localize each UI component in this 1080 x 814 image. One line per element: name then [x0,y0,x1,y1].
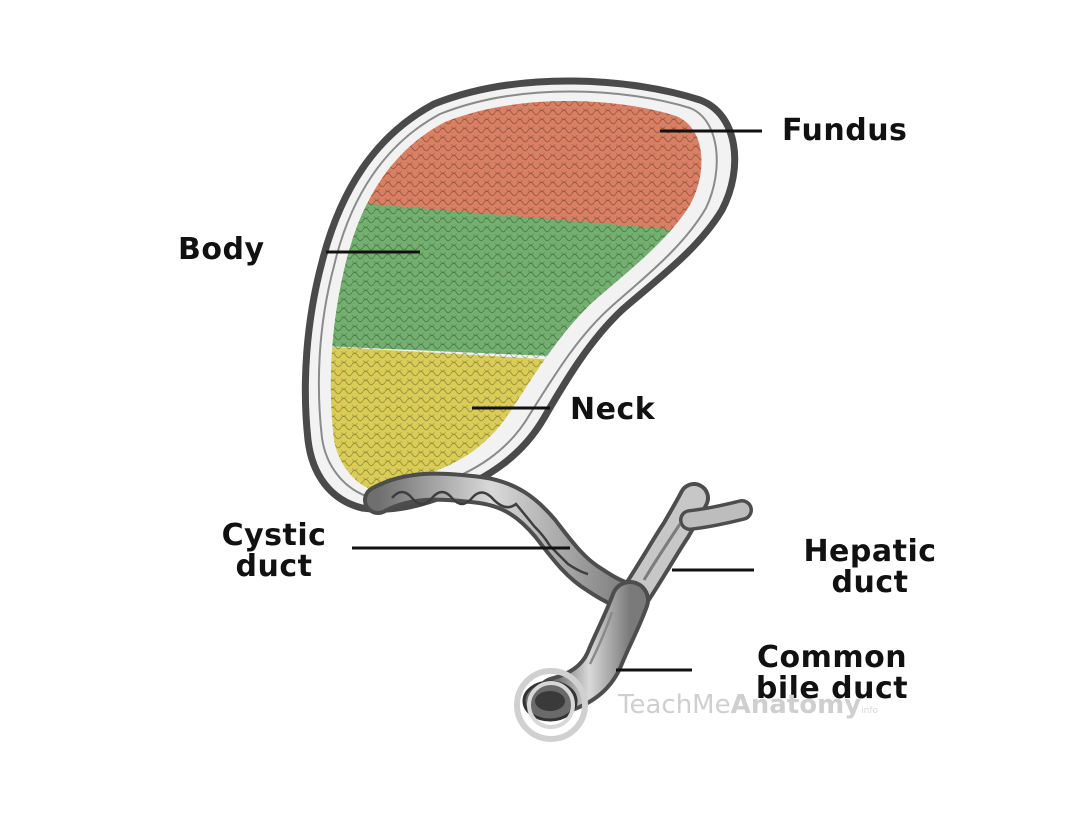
fundus-label: Fundus [782,113,908,148]
common-bile-duct-label-line1: Common [756,640,908,675]
hepatic-duct-shape [616,482,753,616]
hepatic-duct-label-line1: Hepatic [803,534,937,569]
body-label: Body [178,232,265,267]
watermark-logo-icon [514,668,588,742]
hepatic-duct-label-line2: duct [831,565,909,600]
hepatic-duct-label: Hepatic duct [770,536,970,598]
common-bile-duct-label-line2: bile duct [755,671,909,706]
gallbladder-inner-wall [317,90,718,500]
watermark-part2: Anatomy [730,690,862,720]
cystic-duct-label-line2: duct [235,549,313,584]
cystic-duct-shape [363,471,645,611]
watermark-text: TeachMeAnatomyinfo [618,690,878,720]
cystic-duct-label: Cystic duct [196,520,352,582]
common-bile-duct-shape [522,580,650,722]
watermark-part1: TeachMe [618,690,731,720]
common-bile-duct-label: Common bile duct [712,642,952,704]
watermark-suffix: info [861,706,879,716]
neck-label: Neck [570,392,656,427]
cystic-duct-label-line1: Cystic [221,518,327,553]
